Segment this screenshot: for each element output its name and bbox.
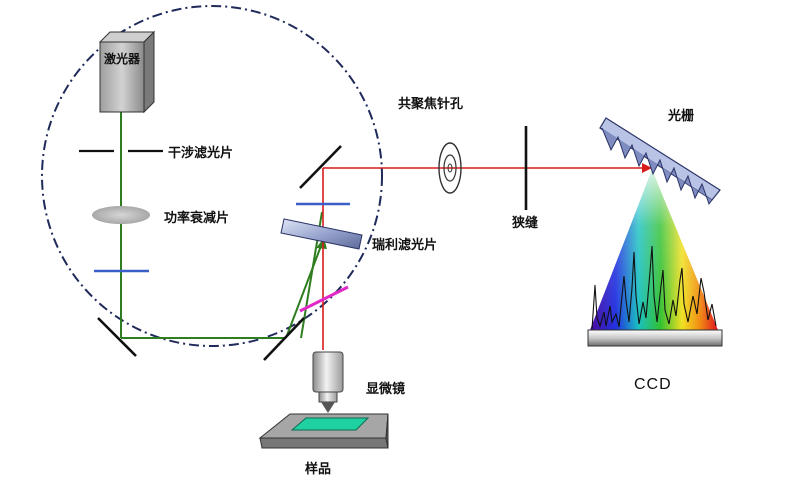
pinhole-element — [438, 142, 462, 194]
ccd-label: CCD — [634, 376, 672, 393]
microscope-label: 显微镜 — [366, 382, 406, 397]
slit-label: 狭缝 — [512, 216, 539, 231]
dichroic-mirror — [299, 285, 349, 313]
mirror-lower-left — [97, 317, 137, 357]
optical-path-circle — [41, 5, 383, 347]
grating-label: 光栅 — [668, 109, 695, 124]
laser-label: 激光器 — [103, 52, 140, 66]
edge-filter — [280, 218, 363, 250]
ccd-detector — [587, 329, 723, 347]
grating-element — [599, 117, 721, 206]
sample-stage — [258, 413, 389, 449]
raman-beam — [322, 163, 652, 350]
laser-box — [98, 30, 156, 114]
edge-filter-label: 瑞利滤光片 — [372, 238, 438, 253]
confocal-pinhole-label: 共聚焦针孔 — [398, 97, 464, 112]
power-attenuator-label: 功率衰减片 — [164, 211, 230, 226]
sample-label: 样品 — [305, 462, 332, 477]
objective-lens — [312, 351, 344, 413]
interference-filter-label: 干涉滤光片 — [168, 146, 234, 161]
mirror-lower-right — [263, 317, 305, 361]
power-attenuator — [92, 206, 150, 224]
mirror-upper — [299, 145, 342, 189]
spectrum-cone — [590, 170, 718, 330]
